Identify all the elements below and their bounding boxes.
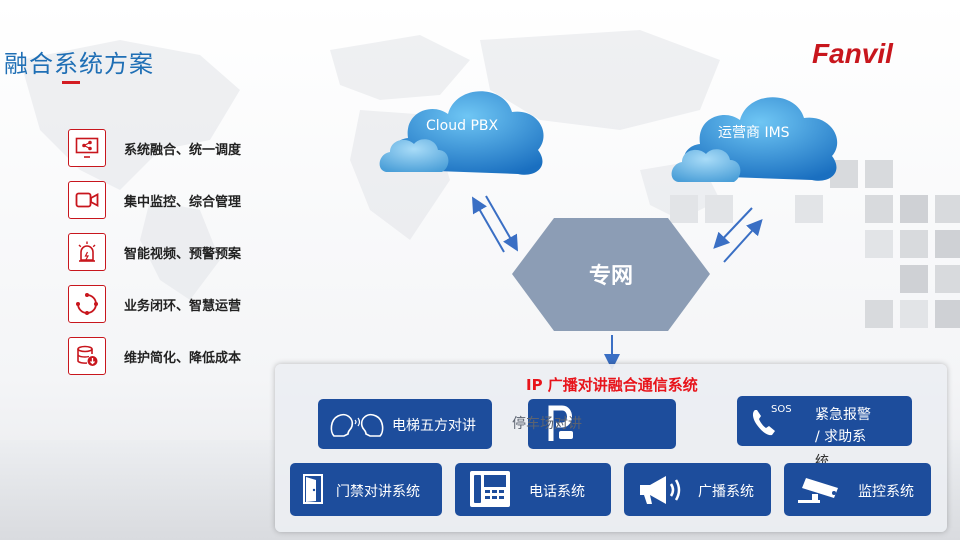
- feature-item: 维护简化、降低成本: [68, 330, 241, 382]
- system-monitor[interactable]: 监控系统: [784, 463, 931, 516]
- cctv-camera-icon: [798, 478, 838, 503]
- cloud-ims-label: 运营商 IMS: [718, 125, 790, 141]
- video-camera-icon: [68, 181, 106, 219]
- system-door-label: 门禁对讲系统: [336, 484, 420, 500]
- feature-label: 集中监控、综合管理: [124, 194, 242, 210]
- system-phone[interactable]: 电话系统: [455, 463, 611, 516]
- cloud-pbx-label: Cloud PBX: [426, 118, 499, 134]
- feature-label: 业务闭环、智慧运营: [124, 298, 242, 314]
- system-door[interactable]: 门禁对讲系统: [290, 463, 442, 516]
- sos-badge: SOS: [771, 404, 792, 415]
- system-parking-label: 停车场对讲: [512, 416, 582, 432]
- feature-label: 系统融合、统一调度: [124, 142, 242, 158]
- private-network-node: 专网: [512, 218, 710, 331]
- desk-phone-icon: [470, 471, 510, 507]
- title-accent-bar: [62, 81, 80, 84]
- system-sos-label-line1: 紧急报警: [815, 407, 871, 423]
- feature-item: 系统融合、统一调度: [68, 122, 241, 174]
- feature-item: 集中监控、综合管理: [68, 174, 241, 226]
- system-broadcast[interactable]: 广播系统: [624, 463, 771, 516]
- system-panel-title: IP 广播对讲融合通信系统: [526, 376, 698, 394]
- door-icon: [303, 474, 323, 504]
- system-elevator[interactable]: 电梯五方对讲: [318, 399, 492, 449]
- cloud-shape: [379, 91, 544, 175]
- sos-phone-icon: [752, 410, 775, 436]
- cloud-ims: 运营商 IMS: [668, 86, 848, 190]
- feature-item: 智能视频、预警预案: [68, 226, 241, 278]
- system-phone-label: 电话系统: [529, 484, 585, 500]
- page-title: 融合系统方案: [4, 50, 154, 78]
- alarm-siren-icon: [68, 233, 106, 271]
- system-elevator-label: 电梯五方对讲: [392, 418, 476, 434]
- system-sos-label-line2: / 求助系: [815, 429, 867, 445]
- hexagon-shape: [512, 218, 710, 331]
- cloud-pbx: Cloud PBX: [378, 78, 554, 183]
- system-broadcast-label: 广播系统: [698, 484, 754, 500]
- cycle-loop-icon: [68, 285, 106, 323]
- parking-icon: [548, 405, 573, 441]
- share-network-icon: [68, 129, 106, 167]
- system-sos[interactable]: SOS 紧急报警 / 求助系: [737, 396, 912, 446]
- database-download-icon: [68, 337, 106, 375]
- feature-label: 智能视频、预警预案: [124, 246, 242, 262]
- system-parking[interactable]: [528, 399, 676, 449]
- cloud-shape: [671, 97, 838, 182]
- megaphone-icon: [640, 476, 681, 504]
- feature-label: 维护简化、降低成本: [124, 350, 242, 366]
- feature-list: 系统融合、统一调度 集中监控、综合管理 智能视频、预警预案: [68, 122, 241, 382]
- private-network-label: 专网: [588, 264, 633, 289]
- system-monitor-label: 监控系统: [858, 484, 914, 500]
- feature-item: 业务闭环、智慧运营: [68, 278, 241, 330]
- fanvil-logo: Fanvil: [812, 38, 893, 69]
- people-talking-icon: [330, 413, 384, 437]
- decorative-squares: [670, 160, 960, 328]
